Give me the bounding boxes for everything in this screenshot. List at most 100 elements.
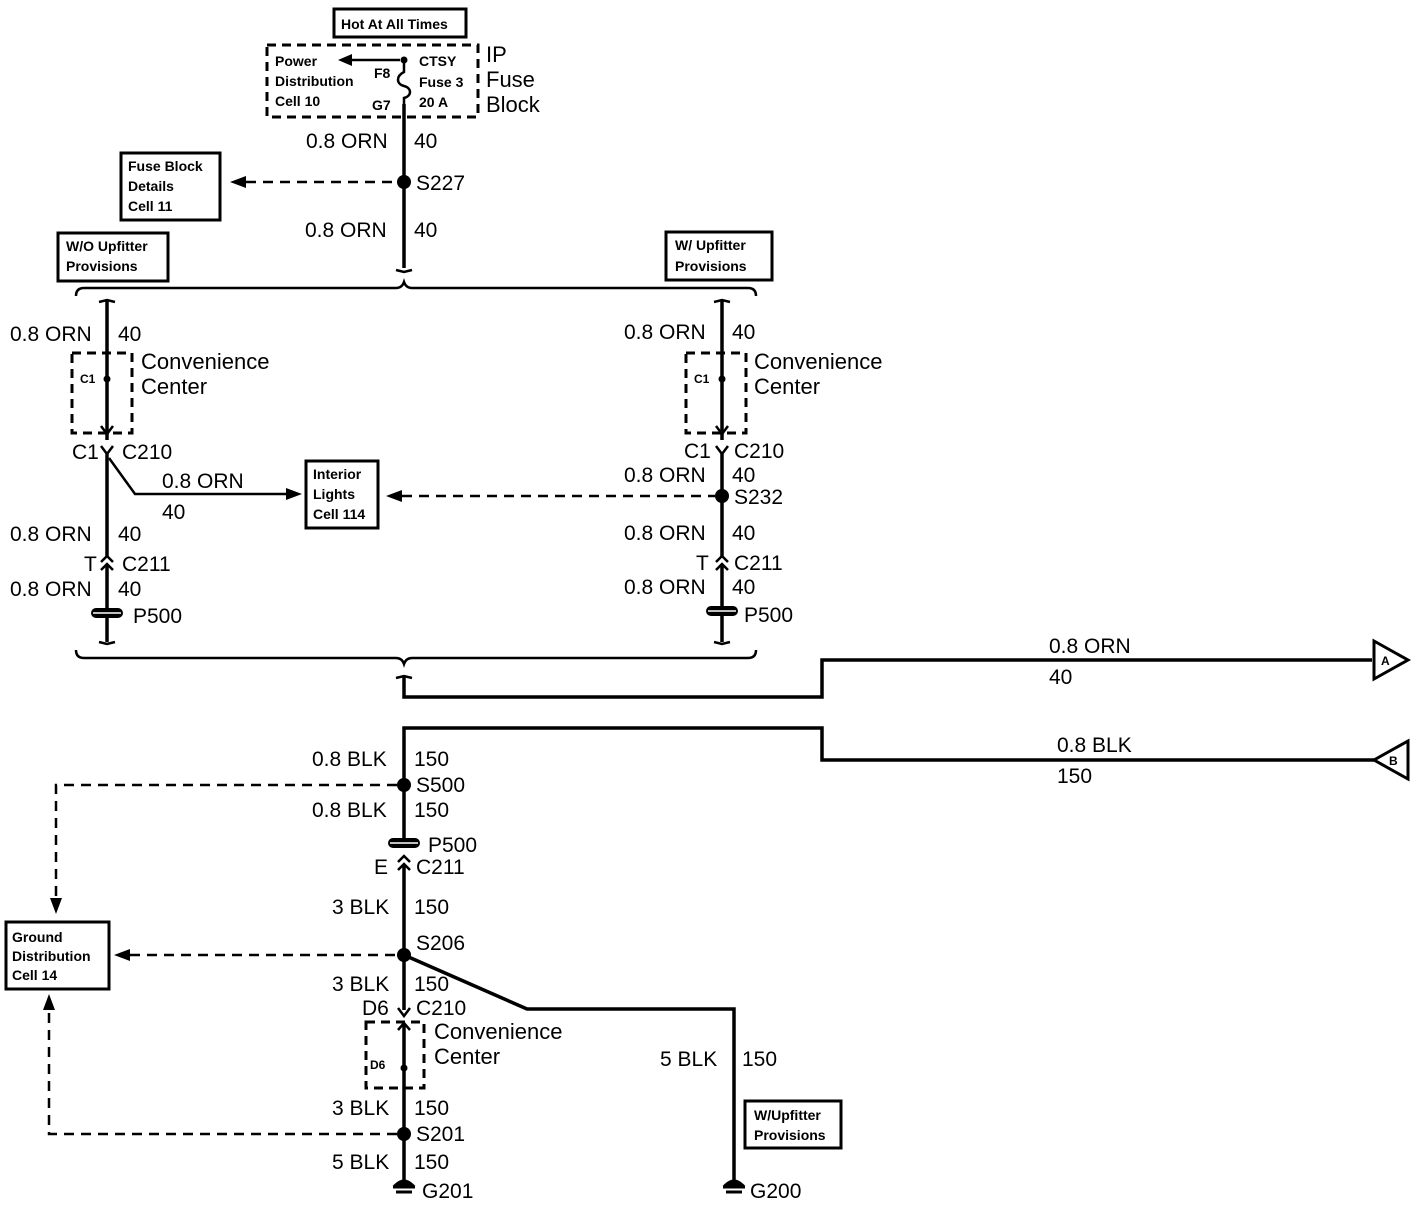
left-c211-connector-a	[100, 554, 114, 563]
main-wire2-circuit: 40	[414, 219, 437, 242]
offpage-a-label: A	[1381, 654, 1390, 668]
right-option-2: Provisions	[675, 258, 747, 274]
gnd-cc-pin: D6	[370, 1058, 386, 1072]
fuse-top-pin: F8	[374, 65, 391, 81]
left-w2-gauge: 0.8 ORN	[10, 523, 92, 546]
ground-distribution-box	[4, 920, 111, 991]
gnd-c210-connector	[397, 1007, 411, 1019]
right-cc-label-2: Center	[754, 374, 820, 399]
main-feed-wire-end	[395, 268, 413, 274]
gnd-w4-circuit: 150	[414, 973, 449, 996]
left-wire-bottom-tick	[98, 640, 116, 646]
right-cc-label-1: Convenience	[754, 349, 882, 374]
right-option-box	[664, 230, 774, 282]
fuse-element	[396, 60, 412, 104]
gnd-c210-name: C210	[416, 997, 466, 1020]
gnd-cc-arrow	[397, 1021, 411, 1031]
splice-s227-label: S227	[416, 172, 465, 195]
splice-s500	[397, 778, 411, 792]
offpage-a-gauge: 0.8 ORN	[1049, 635, 1131, 658]
gnd-w1-circuit: 150	[414, 748, 449, 771]
ground-distribution-1: Ground	[12, 929, 63, 945]
left-option-1: W/O Upfitter	[66, 238, 148, 254]
fuse-block-details-1: Fuse Block	[128, 158, 203, 174]
gnd-w5-circuit: 150	[414, 1097, 449, 1120]
right-cc-pin: C1	[694, 372, 710, 386]
s500-ref-line	[54, 783, 397, 898]
main-wire1-gauge: 0.8 ORN	[306, 130, 388, 153]
upfitter-provisions-box	[743, 1099, 843, 1150]
left-cc-label-2: Center	[141, 374, 207, 399]
right-w2-gauge: 0.8 ORN	[624, 464, 706, 487]
left-option-box	[56, 231, 170, 283]
right-convenience-center-outline	[684, 351, 748, 435]
hot-at-all-times-box	[332, 7, 468, 39]
left-c210-pin: C1	[72, 441, 99, 464]
right-w2-circuit: 40	[732, 464, 755, 487]
option-brace-bottom	[74, 649, 758, 668]
gnd-w3-circuit: 150	[414, 896, 449, 919]
gnd-g200-wire	[403, 953, 736, 1180]
right-w4-gauge: 0.8 ORN	[624, 576, 706, 599]
ground-distribution-2: Distribution	[12, 948, 91, 964]
right-w3-gauge: 0.8 ORN	[624, 522, 706, 545]
right-w1-gauge: 0.8 ORN	[624, 321, 706, 344]
splice-s232	[715, 489, 729, 503]
splice-s227	[397, 175, 411, 189]
right-c211-pin: T	[696, 552, 709, 575]
upfitter-provisions-1: W/Upfitter	[754, 1107, 821, 1123]
gnd-c211-pin: E	[374, 856, 388, 879]
fuse-name-1: CTSY	[419, 53, 457, 69]
gnd-w4-gauge: 3 BLK	[332, 973, 389, 996]
left-w1-gauge: 0.8 ORN	[10, 323, 92, 346]
ground-g201-label: G201	[422, 1180, 473, 1203]
main-wire1-circuit: 40	[414, 130, 437, 153]
splice-s201	[397, 1127, 411, 1141]
main-wire2-gauge: 0.8 ORN	[305, 219, 387, 242]
fuse-block-details-2: Details	[128, 178, 174, 194]
offpage-b-wire	[402, 726, 1374, 790]
right-c211-connector-b	[715, 562, 729, 571]
power-distribution-ref-3: Cell 10	[275, 93, 320, 109]
gnd-r-gauge: 5 BLK	[660, 1048, 717, 1071]
offpage-b-connector	[1370, 738, 1410, 782]
right-wire-bottom-tick	[713, 640, 731, 646]
splice-s232-label: S232	[734, 486, 783, 509]
right-p500-label: P500	[744, 604, 793, 627]
left-convenience-center-outline	[70, 351, 134, 435]
offpage-a-wire	[402, 658, 1372, 699]
left-w3-circuit: 40	[118, 578, 141, 601]
ip-fuse-block-label-2: Fuse	[486, 67, 535, 92]
fuse-block-details-box	[119, 151, 222, 222]
interior-lights-1: Interior	[313, 466, 362, 482]
left-p500-label: P500	[133, 605, 182, 628]
offpage-b-label: B	[1389, 754, 1398, 768]
left-tap-gauge: 0.8 ORN	[162, 470, 244, 493]
power-distribution-ref-2: Distribution	[275, 73, 354, 89]
option-brace-top	[74, 278, 758, 297]
interior-lights-box	[304, 459, 380, 530]
offpage-a-connector	[1372, 638, 1412, 682]
gnd-w6-circuit: 150	[414, 1151, 449, 1174]
ground-g200-icon	[722, 1179, 746, 1194]
splice-s500-label: S500	[416, 774, 465, 797]
left-cc-arrow	[100, 425, 114, 437]
right-cc-node	[718, 375, 726, 383]
right-w3-circuit: 40	[732, 522, 755, 545]
left-option-2: Provisions	[66, 258, 138, 274]
s201-ref-line	[47, 1010, 397, 1136]
gnd-c211-connector-a	[397, 854, 411, 863]
interior-lights-3: Cell 114	[313, 506, 365, 522]
splice-s201-label: S201	[416, 1123, 465, 1146]
gnd-c210-pin: D6	[362, 997, 389, 1020]
right-option-1: W/ Upfitter	[675, 237, 746, 253]
offpage-b-gauge: 0.8 BLK	[1057, 734, 1132, 757]
power-distribution-arrowhead	[338, 54, 352, 66]
right-cc-arrow	[715, 425, 729, 437]
s232-ref-arrowhead	[386, 490, 402, 502]
gnd-w1-gauge: 0.8 BLK	[312, 748, 387, 771]
ground-g201-icon	[392, 1179, 416, 1194]
ground-distribution-3: Cell 14	[12, 967, 57, 983]
s206-ref-arrowhead	[114, 949, 130, 961]
